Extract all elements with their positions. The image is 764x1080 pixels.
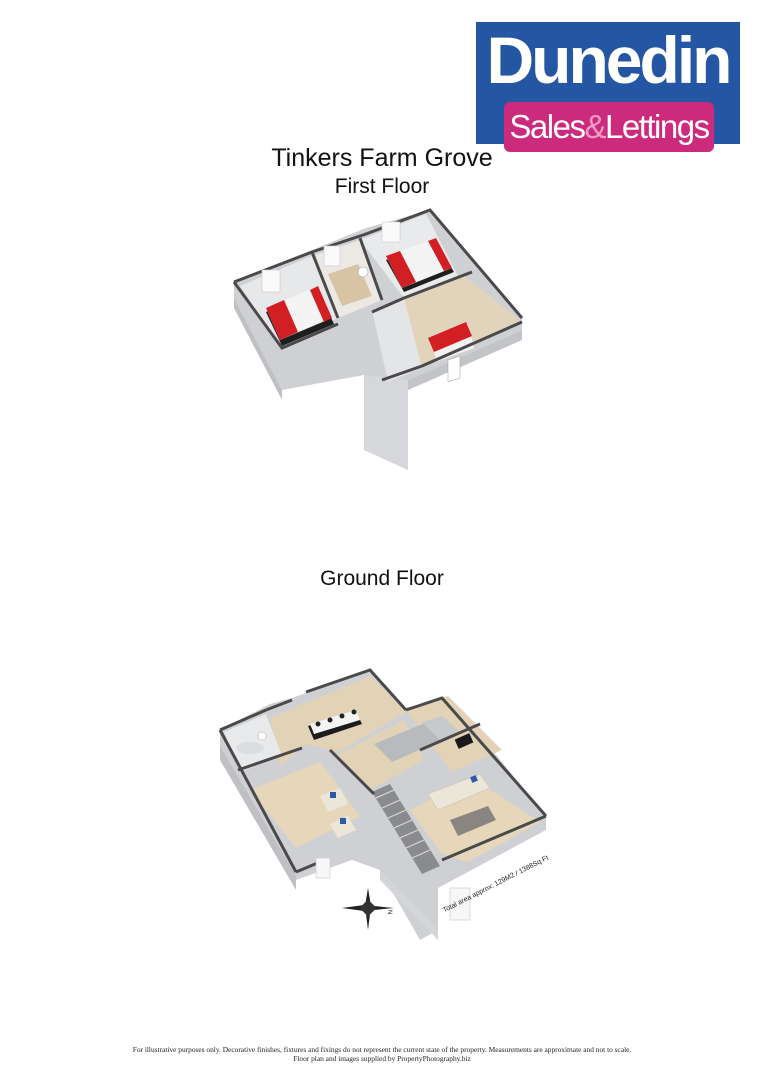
property-title: Tinkers Farm Grove bbox=[271, 144, 493, 172]
logo-tagline-sales: Sales bbox=[509, 108, 586, 145]
disclaimer-line-1: For illustrative purposes only. Decorati… bbox=[132, 1045, 632, 1054]
bed-icon bbox=[428, 322, 474, 383]
floor-title-first: First Floor bbox=[334, 175, 430, 198]
logo-tagline-pill: Sales&Lettings bbox=[504, 102, 714, 152]
ground-floor-plan bbox=[218, 668, 548, 940]
agency-logo: Dunedin Sales&Lettings bbox=[476, 22, 740, 152]
floor-title-ground: Ground Floor bbox=[320, 567, 444, 590]
sofa-icon bbox=[427, 773, 491, 811]
compass-north-label: N bbox=[386, 910, 392, 914]
first-floor-plan bbox=[232, 208, 524, 470]
logo-brand-name: Dunedin bbox=[486, 23, 733, 97]
washbasin-icon bbox=[357, 266, 369, 278]
disclaimer-line-2: Floor plan and images supplied by Proper… bbox=[293, 1054, 471, 1063]
bed-icon bbox=[266, 286, 334, 346]
compass-rose-icon: N bbox=[342, 888, 394, 930]
dining-table-icon bbox=[308, 709, 362, 740]
disclaimer: For illustrative purposes only. Decorati… bbox=[0, 1045, 764, 1063]
logo-tagline: Sales&Lettings bbox=[509, 108, 710, 146]
armchair-icon bbox=[330, 816, 356, 838]
basin-icon bbox=[257, 731, 267, 741]
coffee-table-icon bbox=[450, 806, 496, 836]
logo-tagline-ampersand: & bbox=[584, 108, 606, 145]
armchair-icon bbox=[320, 788, 348, 812]
logo-tagline-lettings: Lettings bbox=[604, 108, 710, 145]
staircase-icon bbox=[372, 784, 440, 874]
bed-icon bbox=[386, 238, 454, 292]
bath-icon bbox=[236, 742, 264, 754]
hob-icon bbox=[454, 733, 474, 749]
